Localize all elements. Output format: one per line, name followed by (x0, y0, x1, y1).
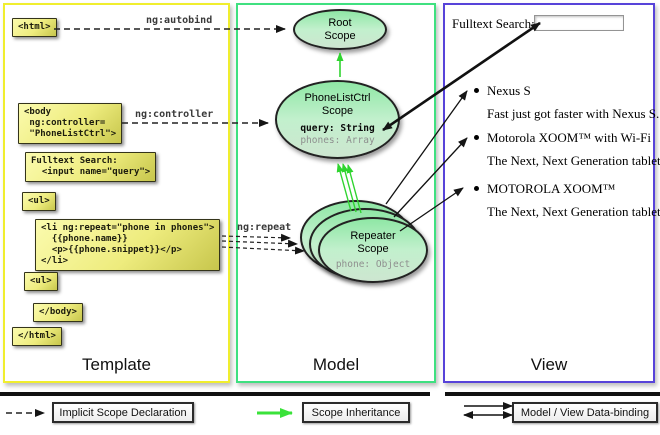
phone-name-3: MOTOROLA XOOM™ (487, 181, 616, 196)
code-html-open: <html> (12, 18, 57, 37)
legend-implicit-scope-declaration: Implicit Scope Declaration (52, 402, 194, 423)
phone-snippet-3: The Next, Next Generation tablet. (487, 204, 660, 219)
bullet-item-3 (474, 186, 479, 191)
code-fulltext-input: Fulltext Search: <input name="query"> (25, 152, 157, 182)
repeater-scope-title: Repeater Scope (350, 229, 396, 255)
label-ng-autobind: ng:autobind (146, 15, 213, 26)
prop-query: query: String (300, 123, 375, 134)
bullet-item-2 (474, 135, 479, 140)
label-ng-controller: ng:controller (135, 109, 214, 120)
code-ul-close: <ul> (24, 272, 58, 291)
phonelistctrl-scope-ellipse: PhoneListCtrl Scope query: String phones… (275, 80, 400, 159)
root-scope-ellipse: Root Scope (293, 9, 387, 50)
code-body-open: <body ng:controller= "PhoneListCtrl"> (18, 103, 123, 144)
label-ng-repeat: ng:repeat (237, 222, 292, 233)
phone-snippet-1: Fast just got faster with Nexus S. (487, 106, 660, 121)
legend-scope-inheritance: Scope Inheritance (302, 402, 410, 423)
bullet-item-1 (474, 88, 479, 93)
model-panel: Model (236, 3, 436, 383)
fulltext-search-input[interactable] (534, 15, 624, 31)
template-panel-label: Template (82, 355, 151, 374)
repeater-scope-ellipse-front: Repeater Scope phone: Object (318, 217, 428, 283)
prop-phones: phones: Array (300, 135, 375, 146)
model-panel-label: Model (312, 355, 360, 374)
code-li-repeat: <li ng:repeat="phone in phones"> {{phone… (35, 219, 221, 271)
phone-name-2: Motorola XOOM™ with Wi-Fi (487, 130, 652, 145)
code-ul-open: <ul> (22, 192, 56, 211)
code-html-close: </html> (12, 327, 62, 346)
phonelistctrl-scope-title: PhoneListCtrl Scope (304, 92, 371, 117)
view-panel-label: View (530, 355, 568, 374)
phone-snippet-2: The Next, Next Generation tablet. (487, 153, 660, 168)
phone-name-1: Nexus S (487, 83, 531, 98)
prop-phone: phone: Object (335, 258, 411, 270)
root-scope-title: Root Scope (324, 16, 356, 42)
fulltext-search-label: Fulltext Search: (452, 16, 535, 31)
legend-model-view-data-binding: Model / View Data-binding (512, 402, 658, 423)
code-body-close: </body> (33, 303, 83, 322)
